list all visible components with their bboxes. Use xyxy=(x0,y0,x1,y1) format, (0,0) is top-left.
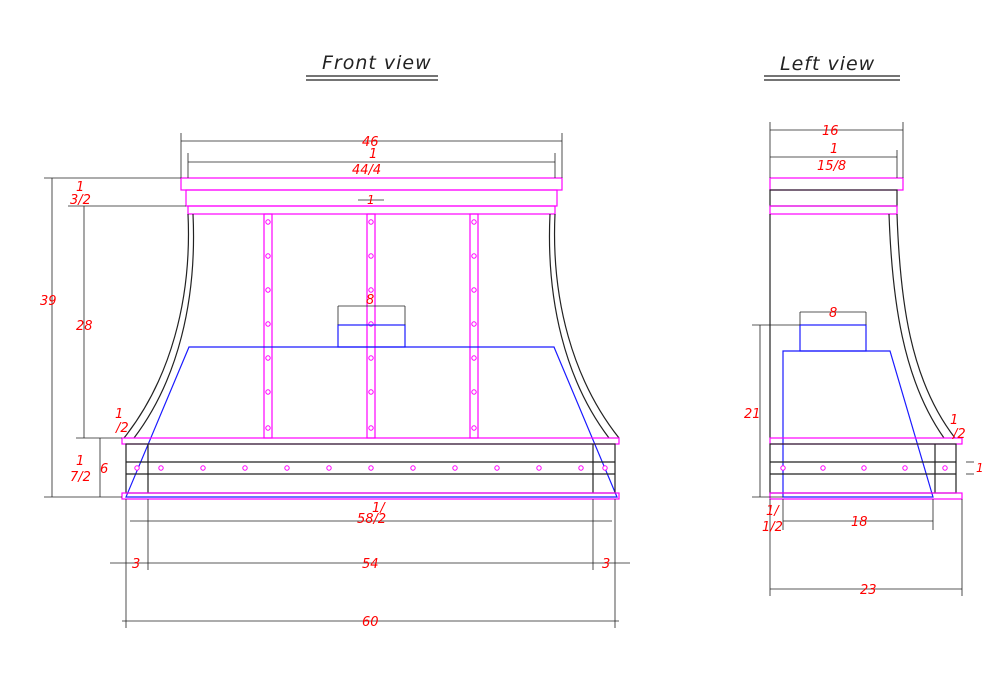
front-base-bottom-band xyxy=(121,492,620,500)
dim-front-mini-frac-top: 1 xyxy=(115,407,123,422)
front-dimension-lines xyxy=(44,133,630,628)
left-top-strap xyxy=(769,205,898,215)
left-base-bottom-band xyxy=(769,492,963,500)
front-right-curve-outer xyxy=(553,213,620,439)
left-curve-outer xyxy=(896,213,956,439)
dim-left-right-frac-bottom: /2 xyxy=(952,427,966,442)
dim-left-right-frac-top: 1 xyxy=(950,413,958,428)
dim-front-top-inner-frac: 1 xyxy=(369,147,377,162)
dim-front-base-frac: 7/2 xyxy=(70,470,91,485)
dim-front-body-height: 28 xyxy=(76,319,93,334)
dim-left-chimney: 8 xyxy=(829,306,837,321)
dim-left-inner-frac: 1 xyxy=(830,142,838,157)
dim-front-base-six: 6 xyxy=(100,462,108,477)
dim-front-bottom-frac: 1/ xyxy=(372,501,386,516)
left-view-title: Left view xyxy=(780,53,875,75)
dim-front-left-offset: 3 xyxy=(132,557,140,572)
front-left-curve-inner xyxy=(133,213,195,439)
dim-front-total-height: 39 xyxy=(40,294,57,309)
dim-front-mini-frac-bottom: /2 xyxy=(115,421,129,436)
dim-front-inner-width: 54 xyxy=(362,557,379,572)
dim-front-top-band: 1 xyxy=(367,193,375,207)
dim-front-top-inner: 44/4 xyxy=(352,163,381,178)
dim-left-height: 21 xyxy=(744,407,761,422)
dim-front-band-frac-bottom: 3/2 xyxy=(70,193,91,208)
left-curve-inner xyxy=(888,213,945,439)
front-right-curve-inner xyxy=(548,213,610,439)
left-base-top-band xyxy=(769,437,963,445)
left-view: Left view xyxy=(744,53,984,598)
front-top-crown xyxy=(180,177,563,191)
dim-front-band-frac-top: 1 xyxy=(76,180,84,195)
dim-left-overall: 23 xyxy=(860,583,877,598)
dim-front-right-offset: 3 xyxy=(602,557,610,572)
dim-left-right-one: 1 xyxy=(976,461,984,475)
front-top-strap xyxy=(187,205,556,215)
front-base-top-band xyxy=(121,437,620,445)
dim-front-chimney-width: 8 xyxy=(366,293,374,308)
left-top-crown xyxy=(769,177,904,191)
left-base-rivets xyxy=(780,465,948,471)
left-dimension-lines xyxy=(752,122,974,596)
front-left-curve-outer xyxy=(123,213,190,439)
front-chimney-insert xyxy=(337,324,406,348)
left-liner-insert xyxy=(782,350,934,498)
dim-front-overall-width: 60 xyxy=(362,615,379,630)
front-view-title: Front view xyxy=(322,52,432,74)
front-base-rivets xyxy=(134,465,608,471)
dim-left-bottom-frac-top: 1/ xyxy=(766,504,780,519)
dim-left-bottom-frac-bottom: 1/2 xyxy=(762,520,783,535)
left-top-band xyxy=(769,189,898,207)
dim-front-base-frac-top: 1 xyxy=(76,454,84,469)
front-view: Front view xyxy=(40,52,630,630)
left-chimney-insert xyxy=(799,324,867,352)
dim-front-bottom-width: 58/2 xyxy=(357,512,386,527)
dim-left-top-width: 16 xyxy=(822,124,839,139)
dim-front-top-total: 46 xyxy=(362,135,379,150)
dim-left-bottom-inner: 18 xyxy=(851,515,868,530)
front-liner-insert xyxy=(125,346,618,498)
dim-left-inner-width: 15/8 xyxy=(817,159,846,174)
